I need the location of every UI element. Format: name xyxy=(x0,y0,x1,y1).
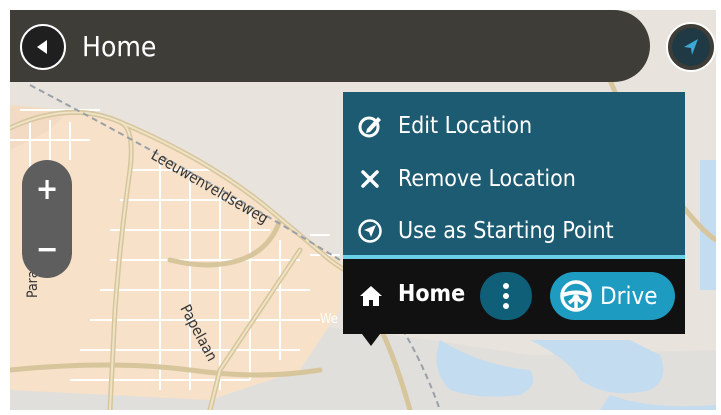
back-arrow-icon xyxy=(37,40,47,54)
menu-item-remove-location[interactable]: Remove Location xyxy=(343,153,685,205)
zoom-out-button[interactable]: − xyxy=(35,231,59,267)
zoom-in-button[interactable]: + xyxy=(35,171,59,207)
street-label: We xyxy=(320,312,338,327)
navigation-arrow-icon xyxy=(672,28,710,66)
back-button[interactable] xyxy=(20,24,66,70)
map-water xyxy=(530,340,664,394)
map-water xyxy=(600,395,716,410)
map-railway xyxy=(29,84,441,410)
map-water xyxy=(436,340,534,397)
location-name: Home xyxy=(398,281,466,307)
steering-wheel-icon xyxy=(560,280,592,312)
drive-label: Drive xyxy=(600,282,658,310)
map-blocks xyxy=(10,109,340,390)
location-action-bar: Home Drive xyxy=(343,259,685,334)
location-popup-menu: Edit Location Remove Location Use as Sta… xyxy=(343,92,685,334)
popup-pointer xyxy=(362,334,380,346)
menu-item-use-as-starting-point[interactable]: Use as Starting Point xyxy=(343,205,685,257)
more-options-button[interactable] xyxy=(480,272,532,320)
zoom-control: + − xyxy=(22,160,72,278)
current-location-button[interactable] xyxy=(666,22,716,72)
map-urban-area xyxy=(10,105,340,400)
page-title: Home xyxy=(82,30,157,63)
navigation-arrow-icon xyxy=(357,218,383,244)
menu-item-label: Edit Location xyxy=(398,113,533,139)
menu-item-label: Remove Location xyxy=(398,166,576,192)
navigation-screen: Leeuwenveldseweg Papelaan Parapuslaan We… xyxy=(10,10,716,410)
close-icon xyxy=(357,166,383,192)
home-icon xyxy=(360,286,382,306)
menu-item-edit-location[interactable]: Edit Location xyxy=(343,100,685,152)
drive-button[interactable]: Drive xyxy=(550,272,675,320)
map-water xyxy=(700,160,716,290)
edit-location-icon xyxy=(357,113,383,139)
menu-item-label: Use as Starting Point xyxy=(398,218,614,244)
header-bar xyxy=(10,10,650,82)
more-vertical-icon xyxy=(503,283,509,309)
menu-separator xyxy=(343,255,685,259)
